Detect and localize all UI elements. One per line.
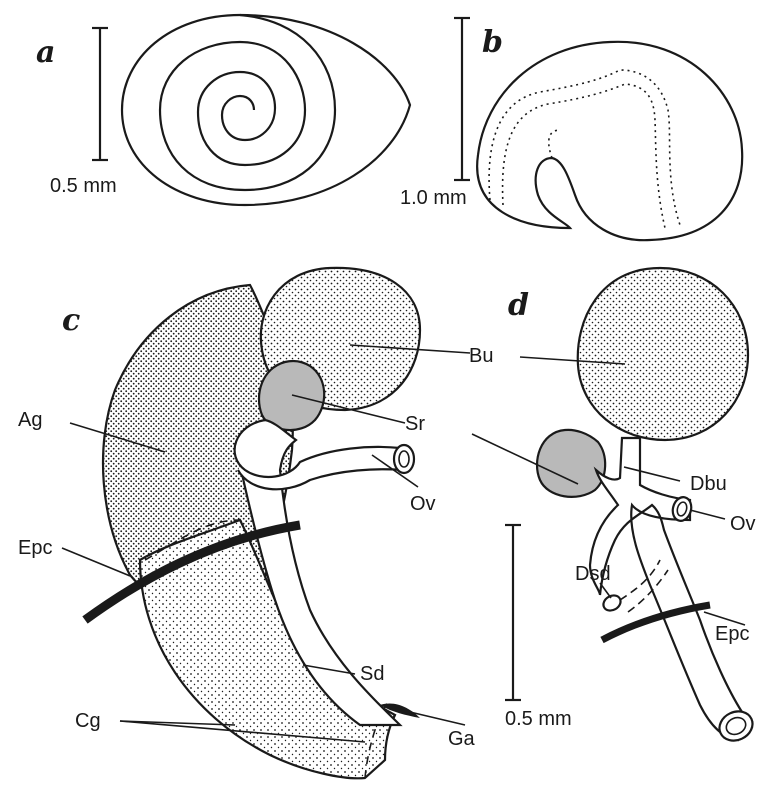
panel-c-letter: c: [62, 303, 80, 338]
dsd-opening: [601, 592, 624, 613]
scale-bar-d: [505, 525, 521, 700]
shell-outline: [122, 15, 410, 205]
scale-label-b: 1.0 mm: [400, 187, 467, 209]
panel-d: d 0.5 mm Dbu Ov Dsd Epc: [472, 268, 757, 746]
panel-d-letter: d: [508, 288, 529, 323]
label-ga: Ga: [448, 728, 476, 750]
scale-bar-b: [454, 18, 470, 180]
panel-a: a 0.5 mm: [36, 15, 410, 205]
bursa-copulatrix-d: [578, 268, 748, 440]
label-cg: Cg: [75, 710, 101, 732]
label-epc-d: Epc: [715, 623, 749, 645]
scale-label-d: 0.5 mm: [505, 708, 572, 730]
label-ov-c: Ov: [410, 493, 436, 515]
scale-bar-a: [92, 28, 108, 160]
panel-b-letter: b: [482, 25, 503, 60]
panel-b: b 1.0 mm: [400, 18, 742, 240]
label-dsd: Dsd: [575, 563, 611, 585]
operculum-outline: [477, 42, 742, 240]
panel-c: c Bu Sr Ag Ov Epc Sd: [18, 268, 493, 778]
oviduct-opening: [394, 445, 414, 473]
label-dbu: Dbu: [690, 473, 727, 495]
label-sr: Sr: [405, 413, 425, 435]
panel-a-letter: a: [36, 35, 55, 70]
label-ag: Ag: [18, 409, 42, 431]
scale-label-a: 0.5 mm: [50, 175, 117, 197]
label-epc-c: Epc: [18, 537, 52, 559]
seminal-receptacle-d: [537, 430, 605, 497]
label-bu: Bu: [469, 345, 493, 367]
seminal-receptacle: [259, 361, 324, 430]
label-ov-d: Ov: [730, 513, 756, 535]
label-sd: Sd: [360, 663, 384, 685]
